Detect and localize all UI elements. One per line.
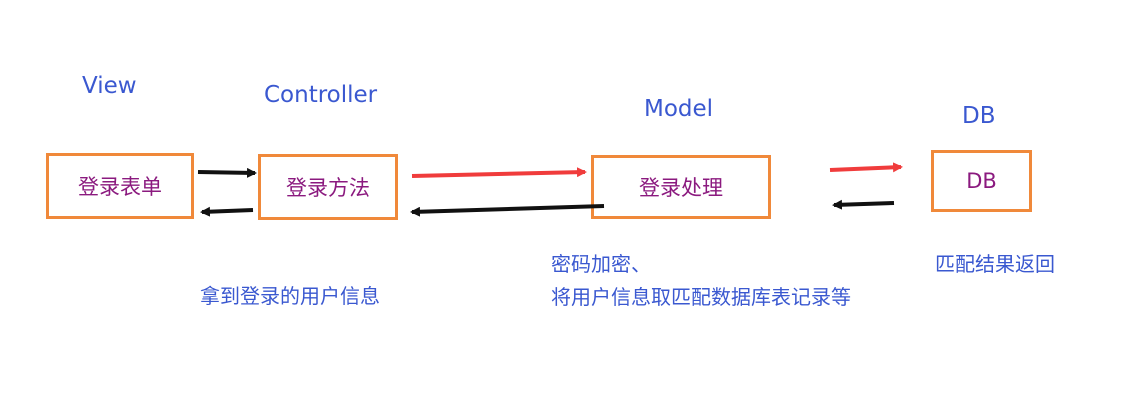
view-box: 登录表单	[46, 153, 194, 219]
layer-label-model: Model	[644, 96, 714, 122]
arrow-model-to-db	[829, 162, 903, 173]
note-model-line2: 将用户信息取匹配数据库表记录等	[551, 285, 851, 309]
layer-label-db: DB	[962, 103, 996, 129]
layer-label-view: View	[82, 73, 137, 99]
arrow-view-to-controller	[197, 167, 257, 178]
note-controller: 拿到登录的用户信息	[200, 284, 380, 308]
arrow-model-to-controller	[410, 204, 605, 217]
note-db: 匹配结果返回	[935, 252, 1055, 276]
model-box: 登录处理	[591, 155, 771, 219]
layer-label-controller: Controller	[264, 82, 378, 108]
arrow-controller-to-model	[411, 167, 587, 178]
controller-box: 登录方法	[258, 154, 398, 220]
db-box: DB	[931, 150, 1032, 212]
note-model-line1: 密码加密、	[551, 252, 651, 276]
arrow-db-to-model	[832, 199, 895, 210]
arrow-controller-to-view	[200, 206, 254, 217]
